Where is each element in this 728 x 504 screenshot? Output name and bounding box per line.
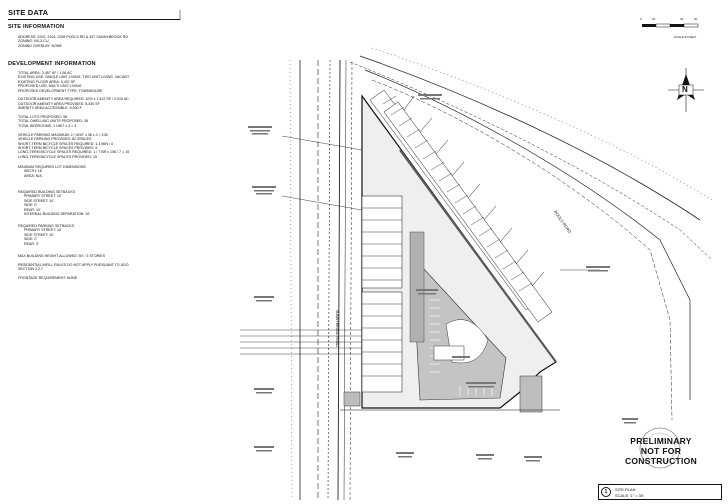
dev-info-heading: DEVELOPMENT INFORMATION: [8, 61, 96, 67]
townhouse-row-vertical: [361, 195, 403, 393]
list-item: EXISTING FLOOR AREA: 3,437 SF: [18, 79, 76, 84]
list-item: SIDE: 0': [24, 203, 38, 208]
title-block-scale: SCALE: 1" = 30': [615, 493, 644, 498]
list-item: REAR: 3': [24, 241, 39, 246]
list-item: SIDE: 0': [24, 237, 38, 242]
scale-tick-60: 60: [694, 17, 698, 21]
title-block-title: SITE PLAN: [615, 487, 636, 492]
title-block: 1 SITE PLAN SCALE: 1" = 30': [598, 484, 722, 500]
list-item: LONG-TERM BICYCLE SPACES PROVIDED: 15: [18, 154, 98, 159]
north-arrow-icon: [668, 68, 704, 112]
list-item: AMENITY AREA ACCESSIBLE: 5,000 F: [18, 106, 82, 111]
list-item: VEHICLE PARKING MAXIMUM: 2 / UNIT x 38 x…: [18, 132, 108, 137]
seal-stamp: [639, 427, 681, 469]
stamp-line-1: PRELIMINARY: [630, 436, 692, 446]
list-item: OUTDOOR AMENITY AREA PROVIDED: 8,430 SF: [18, 101, 100, 106]
stamp-line-2: NOT FOR CONSTRUCTION: [624, 446, 698, 466]
list-item: SECTION 2.2.7: [18, 267, 43, 272]
list-item: PROPOSED USE: MULTI UNIT LIVING: [18, 84, 82, 89]
site-info-heading: SITE INFORMATION: [8, 24, 65, 30]
list-item: TOTAL LOTS PROPOSED: 38: [18, 115, 67, 120]
misc-notes-list: MAX BUILDING HEIGHT ALLOWED: 50' / 3 STO…: [18, 254, 129, 280]
list-item: SHORT-TERM BICYCLE SPACES REQUIRED: 1.4 …: [18, 141, 113, 146]
scale-tick-40: 40: [680, 17, 684, 21]
list-item: SIDE STREET: 10': [24, 232, 54, 237]
list-item: LONG-TERM BICYCLE SPACES REQUIRED: 1 / 7…: [18, 150, 130, 155]
sheet-number-circle: 1: [601, 487, 611, 497]
list-item: OUTDOOR AMENITY AREA REQUIRED: 10% x 7,4…: [18, 97, 129, 102]
scale-tick-0: 0: [640, 17, 642, 21]
list-item: ZONING OVERLAY: NONE: [18, 43, 62, 48]
pools-road: [349, 47, 713, 421]
building-setbacks-list: REQUIRED BUILDING SETBACKS PRIMARY STREE…: [18, 190, 90, 216]
scale-label: SCALE IN FEET: [674, 35, 697, 39]
list-item: REQUIRED BUILDING SETBACKS: [18, 190, 76, 194]
parking-setbacks-list: REQUIRED PARKING SETBACKS PRIMARY STREET…: [18, 224, 74, 246]
list-item: AREA: N/A: [24, 173, 42, 178]
list-item: EXISTING USE: SINGLE UNIT LIVING, TWO UN…: [18, 75, 130, 80]
list-item: VEHICLE PARKING PROVIDED: 82 SPACES: [18, 137, 92, 142]
list-item: PROPOSED DEVELOPMENT TYPE: TOWNHOUSE: [18, 88, 103, 93]
scale-bar-graphic: [642, 23, 699, 28]
list-item: SIDE STREET: 10': [24, 198, 54, 203]
list-item: FRONTAGE REQUIREMENT: NONE: [18, 276, 78, 281]
list-item: TOTAL AREA: 3.457 SF / 1.08 AC: [18, 71, 73, 75]
list-item: PRIMARY STREET: 10': [24, 194, 62, 199]
sunnybrook-road-label: SUNNYBROOK ROAD: [335, 310, 339, 347]
site-info-list: ADDRESS: 2202, 2204, 2206 POOLS RD & 437…: [18, 35, 128, 48]
dev-info-list: TOTAL AREA: 3.457 SF / 1.08 AC EXISTING …: [18, 71, 129, 159]
lot-dimensions-list: MINIMUM REQUIRED LOT DIMENSIONS WIDTH: 1…: [18, 165, 86, 178]
list-item: REAR: 10': [24, 207, 41, 212]
list-item: INTERNAL BUILDING SEPARATION: 10': [24, 212, 90, 217]
list-item: MINIMUM REQUIRED LOT DIMENSIONS: [18, 165, 86, 169]
list-item: MAX BUILDING HEIGHT ALLOWED: 50' / 3 STO…: [18, 254, 106, 258]
list-item: TOTAL DWELLING UNITS PROPOSED: 38: [18, 119, 89, 124]
list-item: ZONING: NX-3-CU: [18, 39, 49, 44]
preliminary-stamp: PRELIMINARY NOT FOR CONSTRUCTION: [606, 436, 716, 466]
scale-tick-20: 20: [652, 17, 656, 21]
north-letter: N: [682, 85, 688, 94]
site-data-title: SITE DATA: [8, 8, 49, 17]
list-item: ADDRESS: 2202, 2204, 2206 POOLS RD & 437…: [18, 35, 129, 39]
list-item: RESIDENTIAL INFILL RULES DO NOT APPLY PU…: [18, 262, 129, 267]
sheet-number: 1: [604, 489, 608, 495]
list-item: SHORT-TERM BICYCLE SPACES PROVIDED: 4: [18, 145, 98, 150]
list-item: TOTAL BEDROOMS: 1 UNIT x 3 = 3: [18, 123, 77, 128]
list-item: WIDTH: 16': [24, 169, 43, 174]
sunnybrook-road: [289, 59, 353, 501]
list-item: PRIMARY STREET: 10': [24, 228, 62, 233]
list-item: REQUIRED PARKING SETBACKS: [18, 224, 75, 228]
